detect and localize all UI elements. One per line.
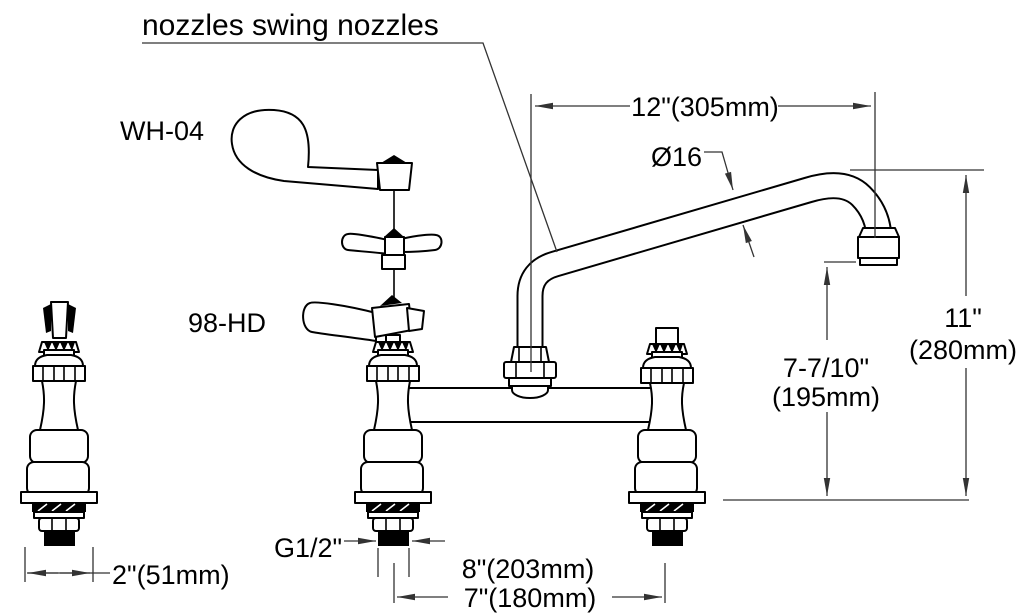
deck-flange [20,491,98,504]
lever-stem [385,334,401,343]
hex-nut-upper [363,429,423,464]
lever-handle-hub [371,303,413,338]
lever-handle-cap [380,295,402,306]
washer-hatching [37,503,76,512]
valve-stem-square [655,327,679,346]
hex-nut-upper [29,429,89,464]
dimension-annotations [24,42,984,603]
hatched-washer [366,503,420,512]
cross-handle-blade-left [341,232,389,255]
cross-handle-hub [384,236,405,256]
bonnet-dome [34,354,84,367]
hex-nut-lines [515,363,545,377]
lever-handle-blade [302,301,377,342]
dim-text-height-in: 11" [944,303,982,333]
label-wrist-handle: WH-04 [120,116,204,146]
handle-fin-right [68,304,76,333]
ribbed-bonnet-nut [32,365,86,382]
hex-nut-lower [26,461,90,496]
aerator-tip-band [859,257,898,266]
washer-hatching [645,503,684,512]
exploded-handle-options [230,108,443,299]
dim-text-single-width: 2"(51mm) [112,560,230,590]
wrist-handle-cap [381,155,407,163]
base-dome [511,385,549,399]
threaded-shank [44,531,75,546]
small-hex-nut [38,517,80,532]
washer-hatching [371,503,410,512]
wrist-handle-hub [376,162,413,191]
nozzle-slip-collar [510,346,550,363]
deck-flange [628,491,706,504]
dim-text-outlet-in: 7-7/10" [783,353,869,383]
dim-text-centers-option: 8"(203mm) [462,554,595,584]
hatched-washer [640,503,694,512]
single-supply-valve [20,301,98,546]
title-leader-line [142,42,558,253]
small-hex-lines [51,519,67,530]
bonnet-nut-ribs [42,367,76,380]
bonnet-dome [368,354,418,367]
aerator-collar [858,227,900,238]
threaded-shank [652,531,683,546]
cross-handle-cap [384,228,404,237]
deck-mount-faucet [302,172,900,546]
hex-nut-lower [634,461,698,496]
wrist-blade-handle [230,108,379,190]
dim-text-diameter: Ø16 [651,142,702,172]
deck-flange [354,491,432,504]
cross-handle-blade-right [400,233,443,253]
base-plate [508,377,552,387]
collar-lines [518,348,542,361]
ext-lines-thread [377,548,410,577]
dim-text-centers: 7"(180mm) [464,583,597,613]
cross-handle-adapter [381,254,406,270]
threaded-shank [378,531,409,546]
bonnet-nut-ribs [650,369,684,382]
body-tube [407,387,653,423]
aerator-body [857,236,900,259]
nozzle-base-mount [503,346,557,399]
leader-diameter-bottom [742,224,755,258]
bonnet-nut-ribs [376,367,410,380]
ribbed-bonnet-nut [640,367,694,384]
aerator-outlet [857,227,900,266]
dim-text-spout-reach: 12"(305mm) [631,92,779,122]
valve-body [39,380,79,431]
valve-stem-post [50,301,69,339]
valve-body [647,382,687,431]
dim-text-outlet-mm: (195mm) [772,382,880,412]
swing-nozzle-bore [518,174,891,354]
leader-diameter-top [704,151,734,191]
hatched-washer [32,503,86,512]
label-lever-handle: 98-HD [188,308,266,338]
text-labels: nozzles swing nozzles WH-04 98-HD 12"(30… [112,9,1017,613]
bonnet-dome [642,356,692,369]
small-hex-lines [659,519,675,530]
lever-handle-nub [406,307,425,332]
ribbed-bonnet-nut [366,365,420,382]
diagram-title: nozzles swing nozzles [142,9,439,42]
handle-fin-left [43,304,51,333]
nozzle-hex-nut [503,361,557,379]
hex-nut-lower [360,461,424,496]
small-hex-lines [385,519,401,530]
valve-body [373,380,413,431]
small-hex-nut [372,517,414,532]
left-valve [302,295,432,546]
right-valve [628,327,706,546]
small-hex-nut [646,517,688,532]
hex-nut-upper [637,429,697,464]
ext-lines-single-valve [24,547,94,582]
dim-text-height-mm: (280mm) [909,335,1017,365]
dim-text-thread: G1/2" [274,533,342,563]
